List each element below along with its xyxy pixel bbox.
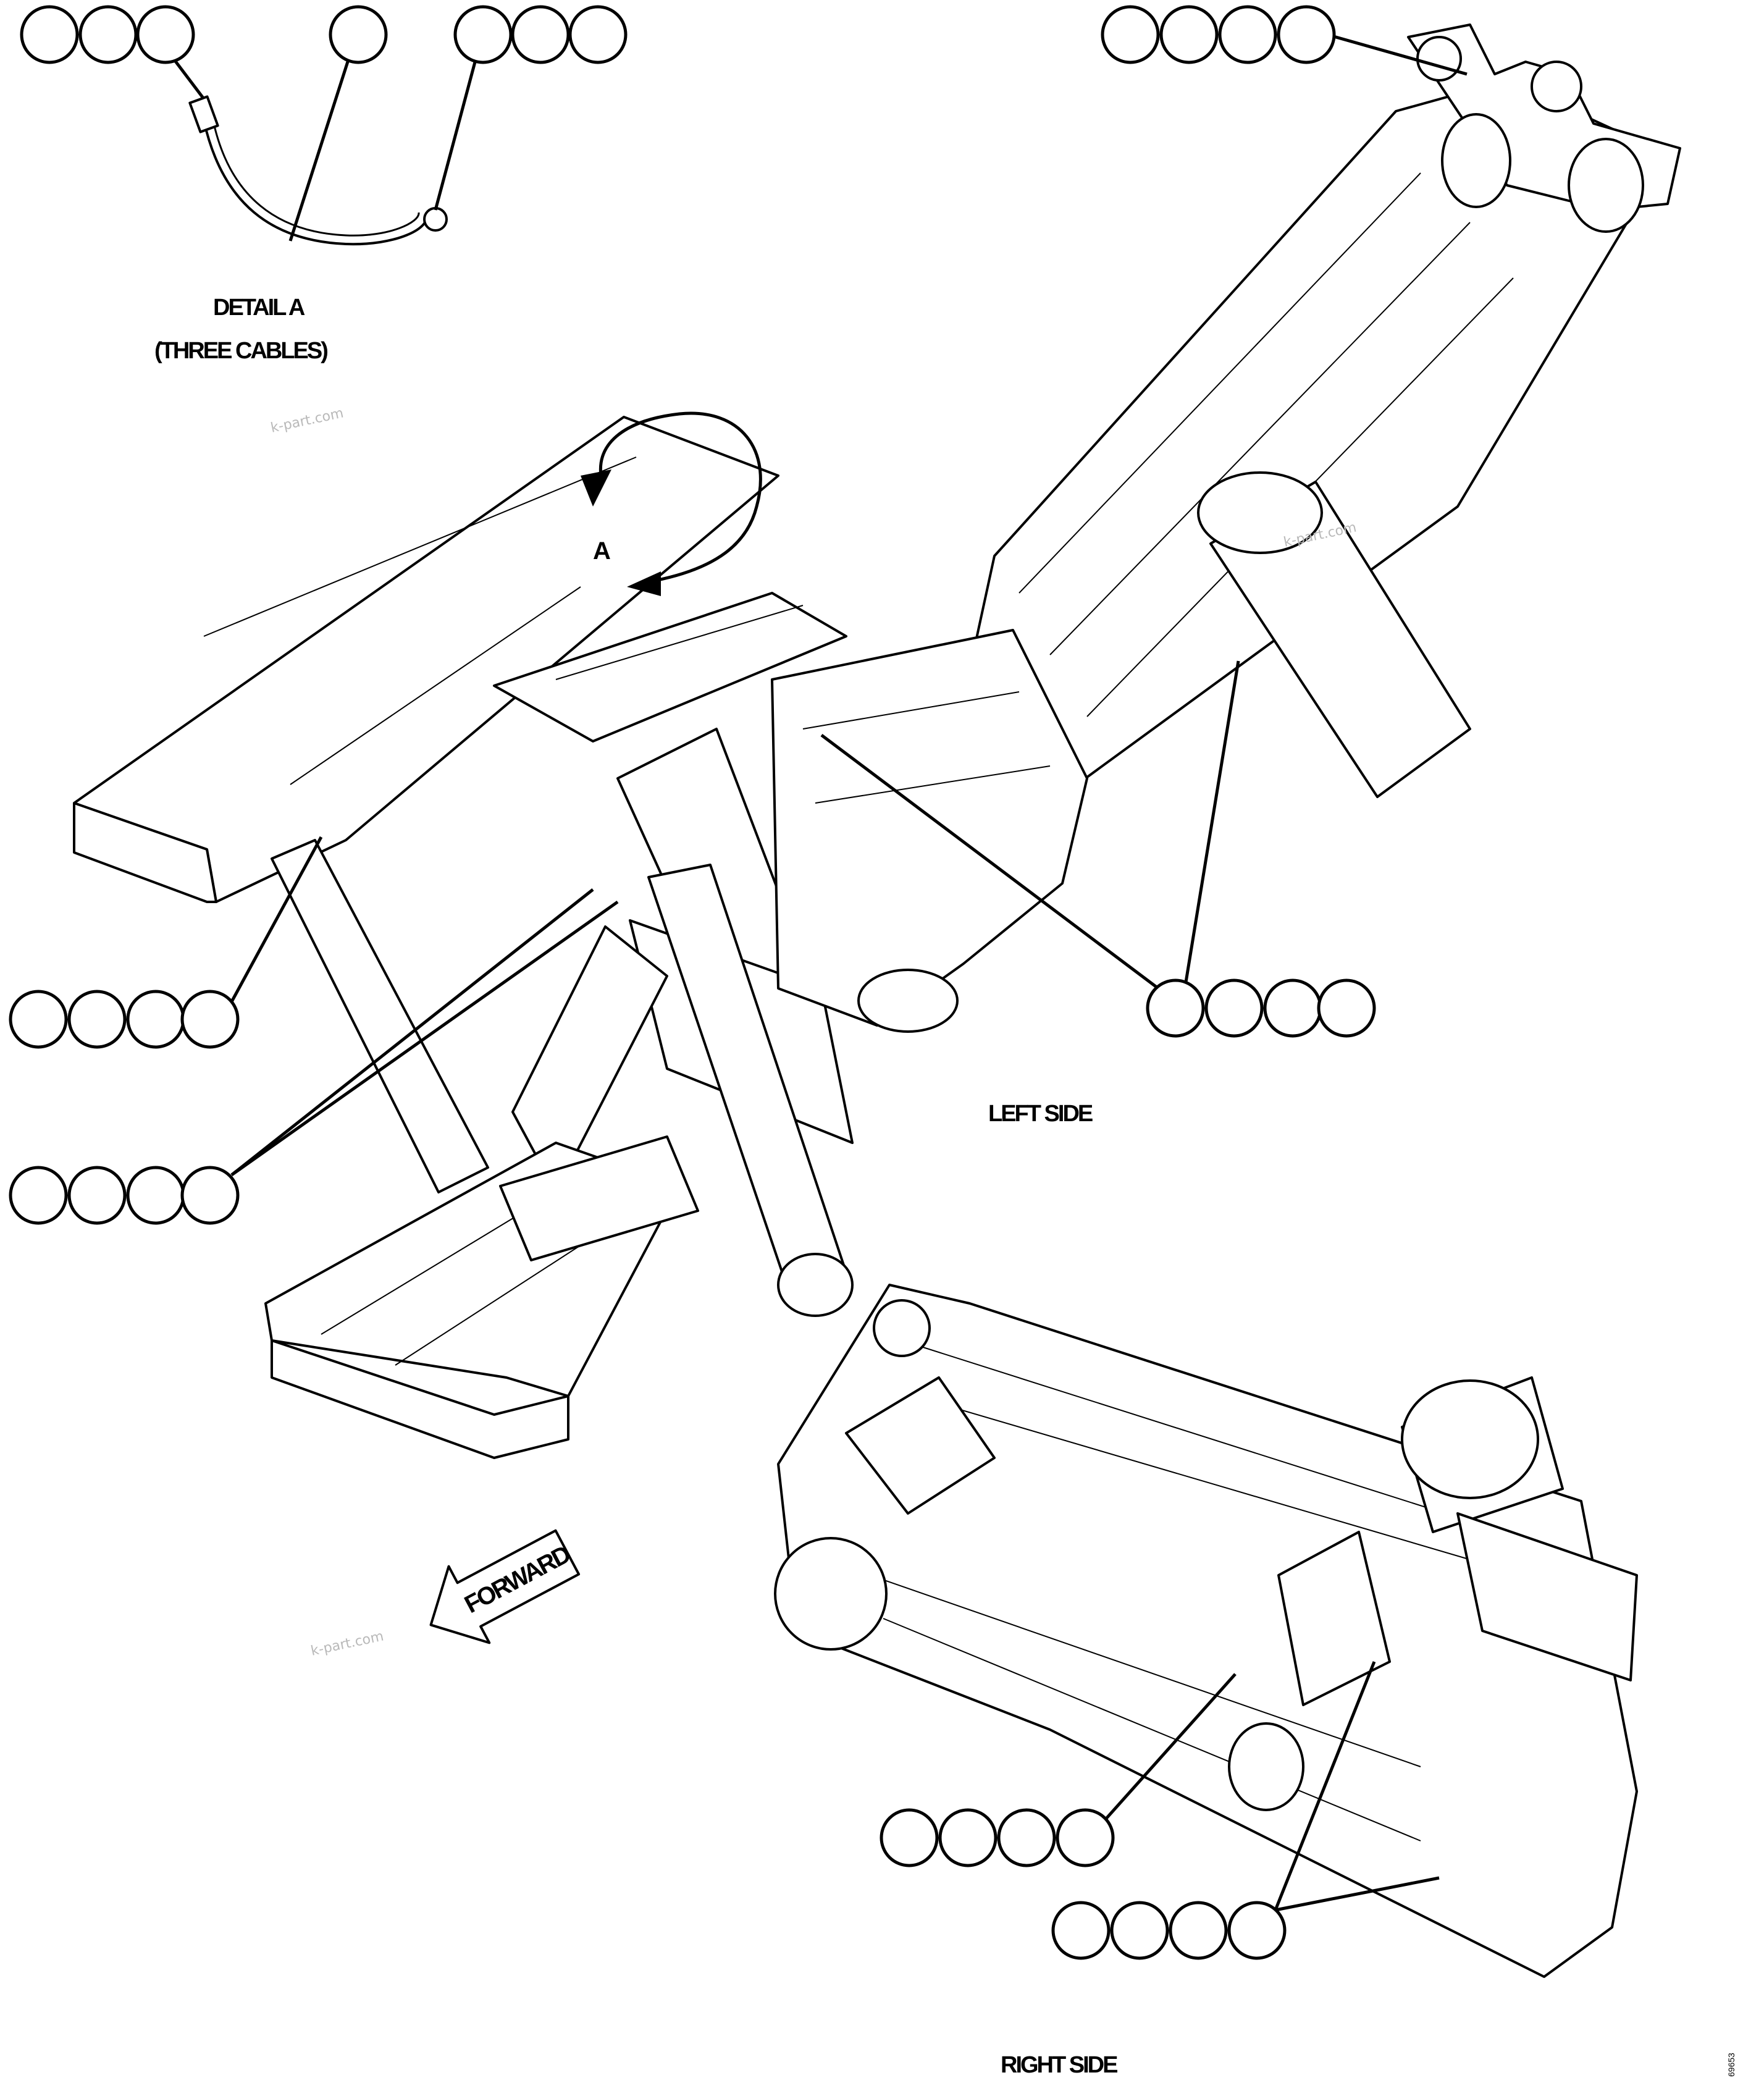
callout-detail-cable-end-right	[453, 5, 628, 64]
right-side-label: RIGHT SIDE	[1001, 2052, 1117, 2078]
detail-a-cable	[164, 47, 481, 246]
watermark: k-part.com	[309, 1629, 385, 1659]
left-side-frame-drawing	[73, 23, 1681, 1459]
drawing-number: 69653	[1726, 2053, 1736, 2077]
callout-left-upper	[9, 990, 240, 1049]
callout-right-side-lower	[1051, 1901, 1287, 1960]
left-side-label: LEFT SIDE	[988, 1101, 1093, 1127]
detail-a-title: DETAIL A	[213, 295, 305, 321]
watermark: k-part.com	[269, 406, 345, 436]
callout-right-side-upper	[880, 1808, 1115, 1867]
callout-detail-cable	[329, 5, 388, 64]
detail-a-subtitle: (THREE CABLES)	[154, 338, 327, 364]
detail-a-marker: A	[593, 537, 610, 565]
callout-left-lower	[9, 1166, 240, 1225]
callout-detail-cable-end-left	[20, 5, 195, 64]
detail-a-view-arrow	[581, 411, 762, 596]
callout-center-right	[1146, 978, 1376, 1038]
right-side-boom-drawing	[774, 1284, 1638, 1978]
forward-arrow: FORWARD	[429, 1529, 581, 1644]
callout-boom-top-right	[1101, 5, 1336, 64]
callout-leaders	[224, 32, 1468, 1912]
